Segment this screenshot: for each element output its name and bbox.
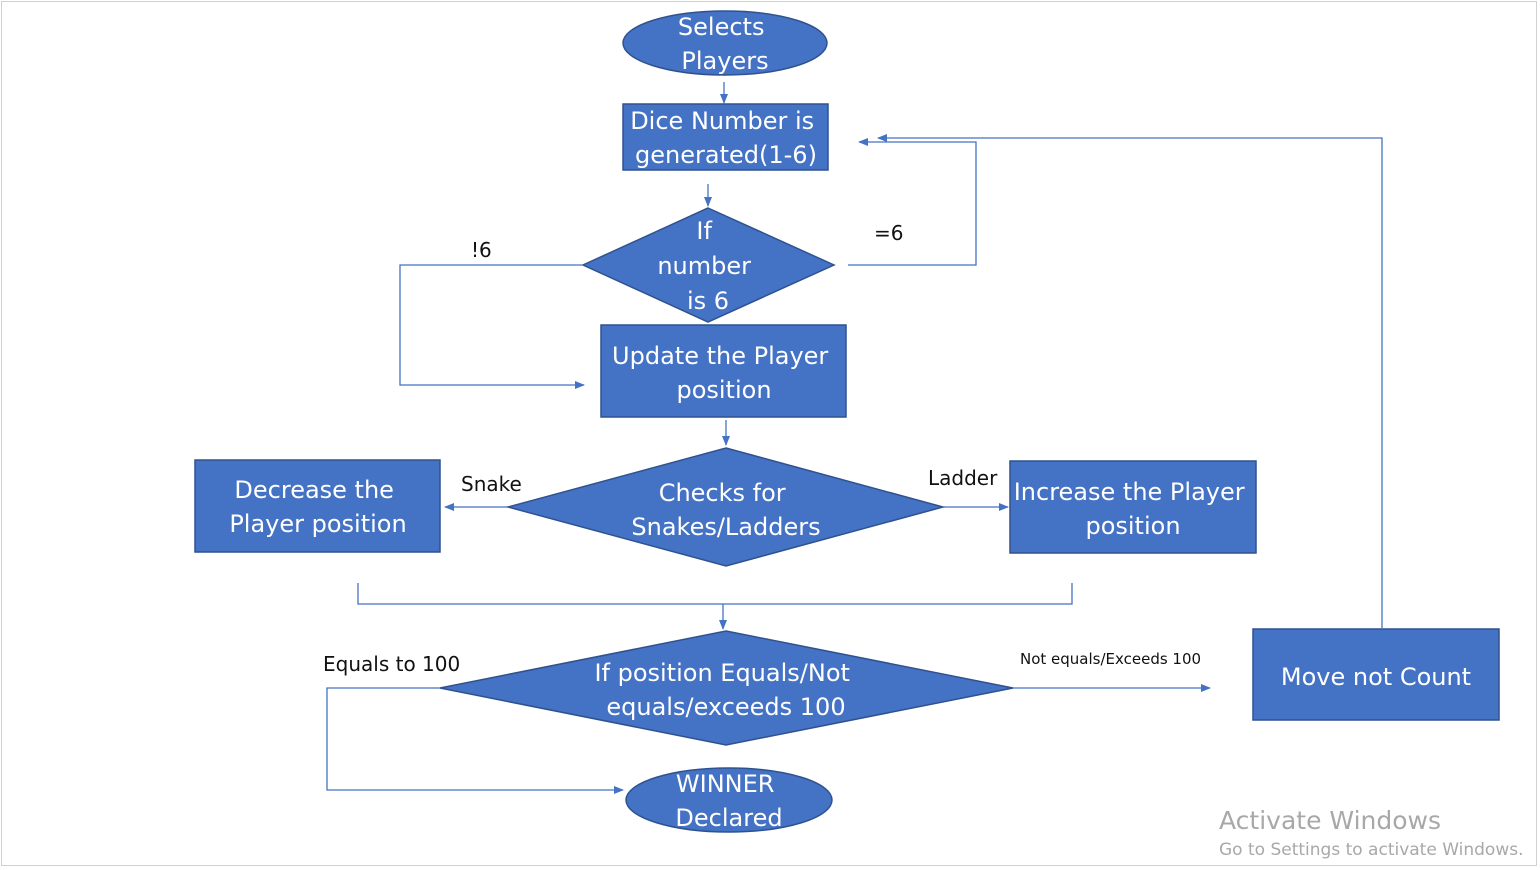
node-select-players: Selects Players — [622, 10, 828, 76]
winner-label: WINNER Declared — [675, 770, 782, 832]
connector-move-not-count-loop-to-dice — [877, 134, 1383, 628]
update-position-label: Update the Player position — [612, 342, 836, 404]
edge-label-ladder: Ladder — [928, 466, 998, 490]
node-check-100: If position Equals/Not equals/exceeds 10… — [439, 630, 1014, 746]
connector-equals-100-to-winner — [326, 687, 624, 794]
node-check-snakes-ladders: Checks for Snakes/Ladders — [505, 447, 946, 567]
node-winner: WINNER Declared — [625, 767, 833, 833]
if-six-label: If number is 6 — [657, 217, 758, 315]
activate-windows-title: Activate Windows — [1219, 806, 1441, 835]
check-100-label: If position Equals/Not equals/exceeds 10… — [594, 659, 857, 721]
select-players-label: Selects Players — [678, 13, 772, 75]
edge-label-equals-100: Equals to 100 — [323, 652, 460, 676]
node-decrease-position: Decrease the Player position — [194, 459, 441, 553]
increase-position-label: Increase the Player position — [1014, 478, 1253, 540]
connector-not-six-to-update — [399, 264, 585, 389]
node-dice: Dice Number is generated(1-6) — [622, 103, 829, 171]
node-move-not-count: Move not Count — [1252, 628, 1500, 721]
check-snakes-ladders-label: Checks for Snakes/Ladders — [631, 479, 820, 541]
connectors — [326, 82, 1383, 794]
edge-label-not-equals-100: Not equals/Exceeds 100 — [1020, 650, 1201, 668]
edge-label-not-six: !6 — [471, 238, 492, 262]
activate-windows-subtitle: Go to Settings to activate Windows. — [1219, 840, 1524, 860]
dice-label: Dice Number is generated(1-6) — [630, 107, 822, 169]
connector-six-loop-to-dice — [848, 138, 977, 266]
node-update-position: Update the Player position — [600, 324, 847, 418]
move-not-count-label: Move not Count — [1281, 663, 1471, 691]
node-increase-position: Increase the Player position — [1009, 460, 1257, 554]
edge-label-snake: Snake — [461, 472, 522, 496]
node-if-six: If number is 6 — [581, 207, 836, 323]
connector-merge-line — [357, 583, 1073, 605]
edge-label-equals-six: =6 — [874, 221, 903, 245]
decrease-position-label: Decrease the Player position — [229, 476, 406, 538]
